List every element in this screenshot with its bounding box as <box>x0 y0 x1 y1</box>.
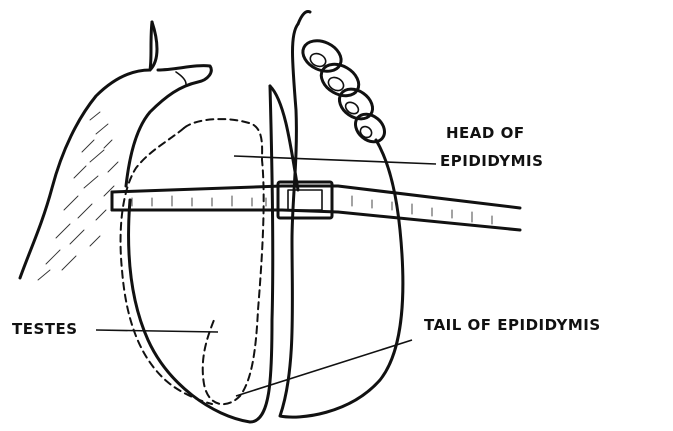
measuring-tape <box>112 182 520 230</box>
right-hand-fingers <box>298 12 390 148</box>
left-cord <box>150 22 152 70</box>
label-tail-of-epididymis: TAIL OF EPIDIDYMIS <box>424 316 601 334</box>
left-hand <box>20 22 211 280</box>
right-testis-outline <box>270 24 403 417</box>
testes-leader-line <box>96 330 218 332</box>
label-head-of-line1: HEAD OF <box>446 124 525 142</box>
epididymis-dashed-outline <box>184 119 264 404</box>
label-head-of-line2: EPIDIDYMIS <box>440 152 543 170</box>
head-leader-line <box>234 156 436 164</box>
label-testes: TESTES <box>12 320 78 338</box>
testis-dashed-outline <box>121 128 212 404</box>
tail-leader-line <box>236 340 412 396</box>
left-testis-outline <box>129 86 273 422</box>
